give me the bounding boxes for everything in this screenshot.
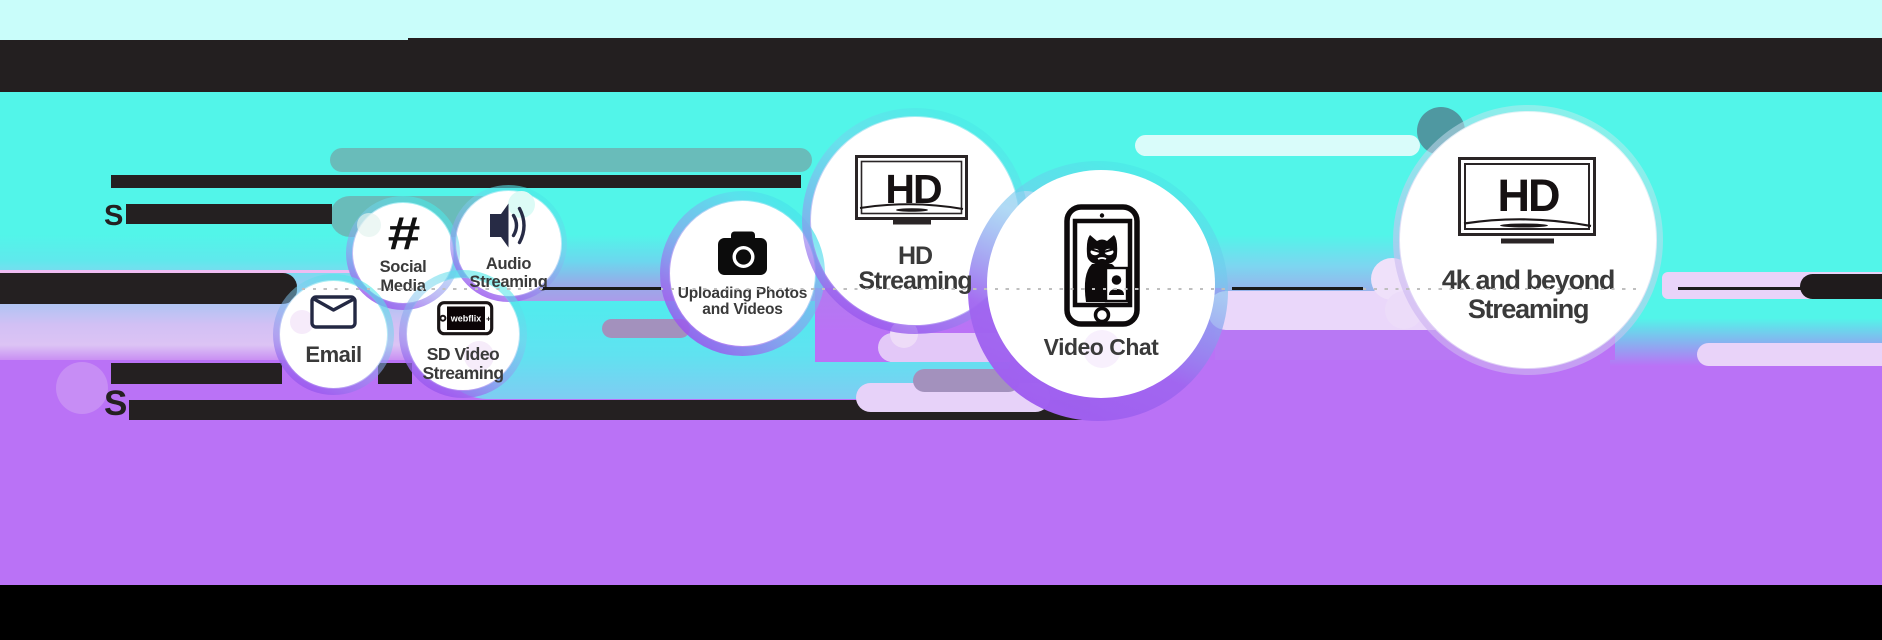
svg-text:webflix: webflix bbox=[450, 314, 482, 324]
svg-text:HD: HD bbox=[885, 166, 941, 212]
svg-text:+: + bbox=[486, 315, 491, 324]
svg-text:HD: HD bbox=[1498, 170, 1559, 221]
